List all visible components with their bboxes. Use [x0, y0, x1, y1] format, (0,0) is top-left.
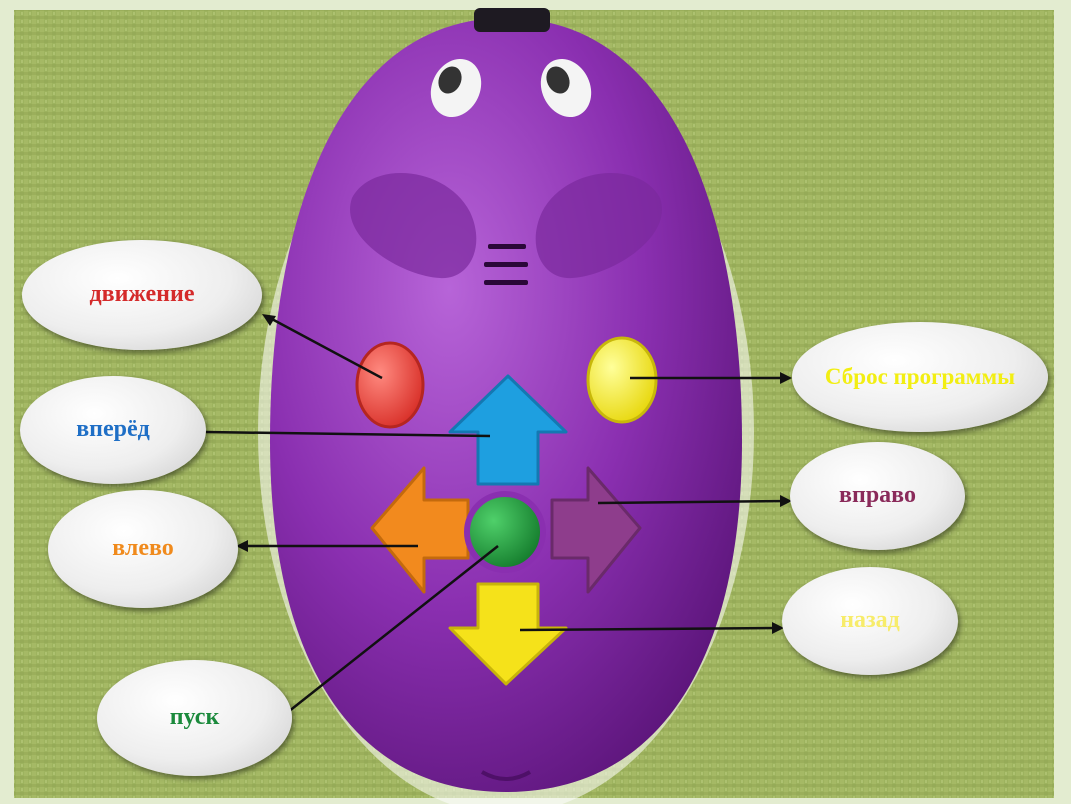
- label-left: влево: [48, 490, 238, 608]
- label-right: вправо: [790, 442, 965, 550]
- mouse-tail-tip: [474, 8, 550, 32]
- speaker-slot: [484, 280, 528, 285]
- label-start: пуск: [97, 660, 292, 776]
- start-button[interactable]: [467, 494, 543, 570]
- reset-button[interactable]: [588, 338, 656, 422]
- label-back: назад: [782, 567, 958, 675]
- label-motion: движение: [22, 240, 262, 350]
- motion-button[interactable]: [357, 343, 423, 427]
- speaker-slot: [488, 244, 526, 249]
- label-forward: вперёд: [20, 376, 206, 484]
- label-reset: Сброс программы: [792, 322, 1048, 432]
- speaker-slot: [484, 262, 528, 267]
